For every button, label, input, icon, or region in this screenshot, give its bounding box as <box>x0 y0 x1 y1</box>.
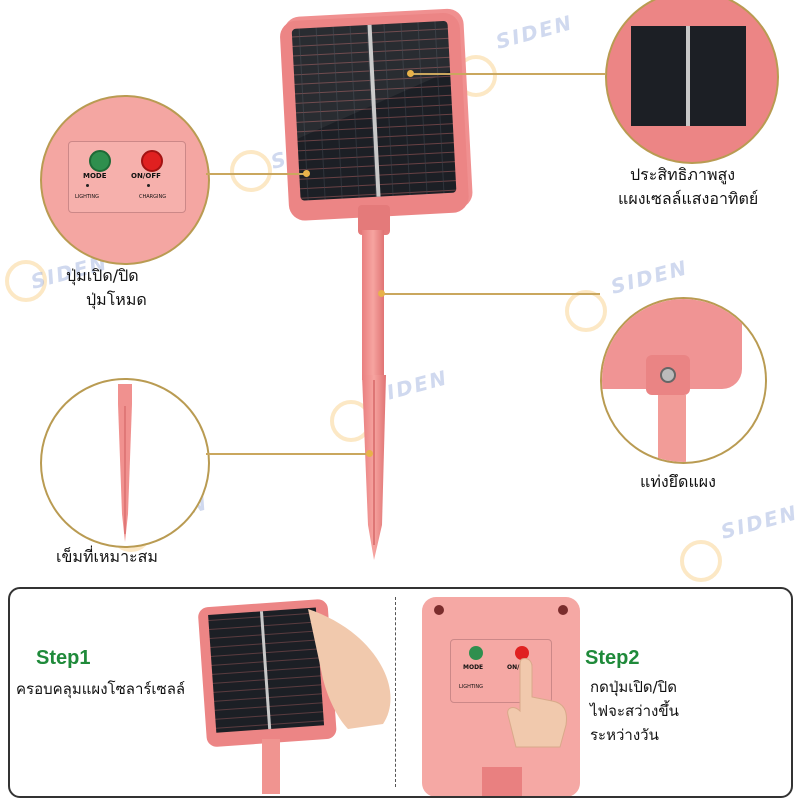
leader-line <box>206 453 370 455</box>
lighting-label: LIGHTING <box>459 684 484 690</box>
mode-button-icon[interactable] <box>469 646 483 660</box>
callout-panel-line1: ประสิทธิภาพสูง <box>630 165 736 184</box>
step2-control-box: MODE ON/OFF LIGHTING <box>422 597 580 796</box>
callout-panel-line2: แผงเซลล์แสงอาทิตย์ <box>618 189 759 208</box>
step1-title: Step1 <box>36 647 91 669</box>
bottom-hinge <box>482 767 522 796</box>
callout-spike-line1: เข็มที่เหมาะสม <box>56 547 158 566</box>
solar-stake-product <box>280 8 473 560</box>
lighting-indicator <box>86 184 89 187</box>
sun-icon <box>230 150 272 192</box>
power-button-icon[interactable] <box>141 150 163 172</box>
charging-indicator <box>147 184 150 187</box>
callout-mount-line1: แท่งยึดแผง <box>640 472 716 491</box>
panel-closeup-zoom <box>605 0 779 164</box>
mode-label: MODE <box>83 172 107 180</box>
step1-text: ครอบคลุมแผงโซลาร์เซลล์ <box>16 680 186 698</box>
watermark-text: SIDEN <box>608 255 691 299</box>
steps-box: Step1 ครอบคลุมแผงโซลาร์เซลล์ MODE ON/OFF… <box>8 587 793 798</box>
watermark-text: SIDEN <box>493 10 576 54</box>
power-button-icon[interactable] <box>515 646 529 660</box>
hand-pointer-icon <box>507 658 567 748</box>
mount-pole <box>658 395 686 462</box>
callout-buttons-line2: ปุ่มโหมด <box>86 290 147 309</box>
control-box-zoom: MODE ON/OFF LIGHTING CHARGING <box>40 95 210 265</box>
control-panel: MODE ON/OFF LIGHTING CHARGING <box>68 141 186 213</box>
sun-icon <box>5 260 47 302</box>
panel-cells <box>631 26 746 126</box>
screw-hole <box>434 605 444 615</box>
step2-line2: ไฟจะสว่างขึ้น <box>590 702 679 720</box>
lighting-label: LIGHTING <box>75 194 100 200</box>
mount-closeup-zoom <box>600 297 767 464</box>
step2-title: Step2 <box>585 647 640 669</box>
step2-line3: ระหว่างวัน <box>590 726 659 744</box>
leader-line <box>383 293 600 295</box>
spike-illustration <box>118 384 132 542</box>
mount-screw <box>660 367 676 383</box>
step2-line1: กดปุ่มเปิด/ปิด <box>590 678 677 696</box>
charging-label: CHARGING <box>139 194 167 200</box>
spike-closeup-zoom <box>40 378 210 548</box>
mode-button-icon[interactable] <box>89 150 111 172</box>
mode-label: MODE <box>463 664 484 671</box>
onoff-label: ON/OFF <box>131 172 161 180</box>
sun-icon <box>565 290 607 332</box>
leader-dot <box>378 290 385 297</box>
leader-dot <box>407 70 414 77</box>
steps-divider <box>395 597 396 787</box>
hand-icon <box>308 609 391 729</box>
watermark-text: SIDEN <box>718 500 800 544</box>
callout-buttons-line1: ปุ่มเปิด/ปิด <box>66 266 139 285</box>
leader-dot <box>303 170 310 177</box>
leader-line <box>206 173 306 175</box>
leader-line <box>412 73 605 75</box>
sun-icon <box>680 540 722 582</box>
screw-hole <box>558 605 568 615</box>
leader-dot <box>366 450 373 457</box>
step1-illustration <box>198 599 391 794</box>
